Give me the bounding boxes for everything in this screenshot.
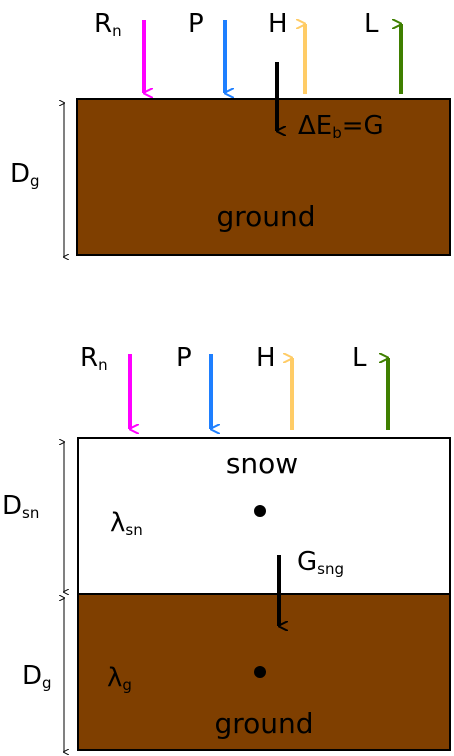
top-ground-label: ground — [216, 200, 315, 233]
ground-node-dot — [254, 666, 266, 678]
bottom-l-label: L — [352, 343, 367, 373]
top-h-label: H — [268, 9, 288, 39]
snow-conductivity-label: λsn — [110, 508, 143, 539]
top-panel: Rn P H L ΔEb=G ground Dg — [10, 9, 451, 257]
bottom-snow-label: snow — [226, 447, 298, 480]
bottom-p-label: P — [176, 343, 192, 373]
top-l-label: L — [364, 9, 379, 39]
bottom-rn-label: Rn — [80, 343, 108, 374]
top-p-label: P — [188, 9, 204, 39]
top-ground-layer — [76, 98, 451, 256]
bottom-h-label: H — [256, 343, 276, 373]
bottom-ground-depth-label: Dg — [22, 661, 52, 692]
snow-node-dot — [254, 505, 266, 517]
ground-conductivity-label: λg — [107, 663, 132, 694]
bottom-ground-label: ground — [214, 707, 313, 740]
bottom-snow-layer — [77, 437, 451, 595]
top-rn-label: Rn — [94, 9, 122, 40]
top-storage-label: ΔEb=G — [298, 111, 384, 142]
bottom-panel: Rn P H L snow λsn Gsng λg ground Dsn Dg — [2, 343, 451, 752]
snow-depth-label: Dsn — [2, 491, 39, 522]
top-depth-label: Dg — [10, 159, 40, 190]
interface-flux-label: Gsng — [297, 547, 344, 578]
